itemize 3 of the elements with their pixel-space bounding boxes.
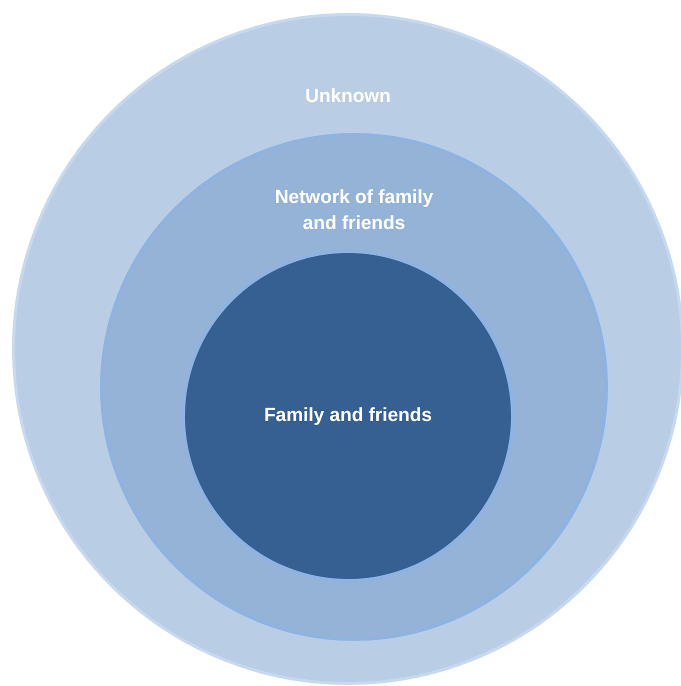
ring-label: Unknown bbox=[304, 85, 392, 109]
ring-label: Family and friends bbox=[263, 404, 433, 428]
ring-label: Network of family and friends bbox=[274, 186, 434, 236]
